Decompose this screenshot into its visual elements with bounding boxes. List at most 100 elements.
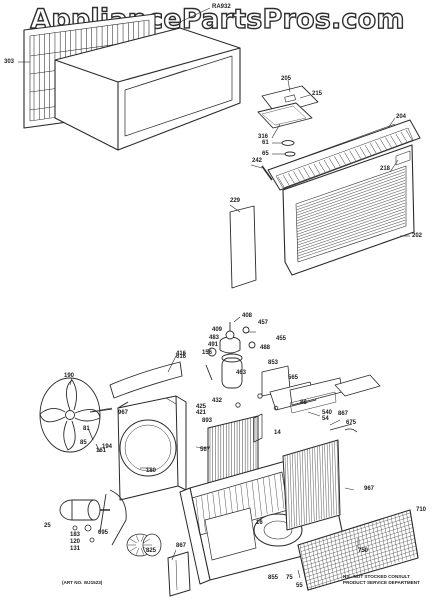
hatch-line [307, 549, 418, 585]
hatch-line [303, 531, 414, 567]
hatch-line [296, 211, 406, 249]
callout-190: 190 [64, 373, 75, 379]
hatch-line [274, 474, 279, 511]
callout-75: 75 [286, 575, 293, 581]
hatch-line [349, 150, 356, 161]
hatch-line [331, 442, 335, 516]
callout-183: 183 [70, 532, 81, 538]
hatch-line [324, 444, 327, 518]
hatch-line [301, 520, 412, 556]
hatch-line [284, 455, 288, 530]
hatch-line [314, 447, 317, 521]
hatch-line [141, 535, 144, 542]
callout-675: 675 [346, 420, 357, 426]
callout-303: 303 [4, 59, 15, 65]
hatch-line [316, 446, 320, 520]
small-hardware [72, 524, 95, 543]
hatch-line [395, 133, 402, 144]
callout-194: 194 [102, 444, 113, 450]
hatch-line [300, 516, 411, 552]
hatch-line [326, 443, 330, 517]
hatch-line [409, 509, 419, 557]
callout-457: 457 [258, 320, 269, 326]
control-brackets [235, 365, 381, 433]
hatch-line [141, 548, 144, 555]
hatch-line [296, 180, 406, 219]
front-panel [282, 144, 415, 276]
callout-180: 180 [146, 468, 157, 474]
hatch-line [334, 156, 341, 167]
hatch-line [352, 528, 362, 575]
callout-893: 893 [202, 418, 213, 424]
hatch-line [400, 131, 408, 143]
callout-161: 161 [96, 448, 107, 454]
hatch-line [136, 535, 139, 542]
callout-540: 540 [322, 410, 333, 416]
callout-967-b: 967 [364, 486, 375, 492]
hatch-line [279, 472, 285, 510]
hatch-line [380, 139, 387, 150]
callout-867-b: 867 [176, 543, 187, 549]
cabinet-wrap [54, 27, 241, 151]
hatch-line [302, 523, 413, 560]
hatch-line [136, 548, 139, 555]
callout-65: 65 [262, 151, 269, 157]
hatch-line [364, 144, 372, 156]
hatch-line [383, 518, 392, 565]
hatch-line [296, 200, 406, 238]
leader-lines [18, 7, 410, 579]
callout-88: 88 [300, 400, 307, 406]
hatch-line [303, 543, 312, 590]
callout-54: 54 [322, 416, 329, 422]
hatch-line [304, 450, 308, 524]
access-panel [229, 205, 257, 289]
motor-bracket [99, 489, 127, 546]
hatch-line [296, 171, 406, 210]
callout-55: 55 [296, 583, 303, 589]
shroud-top [109, 361, 183, 399]
hatch-line [296, 197, 406, 235]
hatch-line [309, 448, 312, 522]
hatch-line [251, 481, 257, 518]
callout-204: 204 [396, 114, 407, 120]
callout-120: 120 [70, 539, 81, 545]
fan-blade [39, 377, 113, 453]
hatch-line [375, 520, 385, 567]
hatch-line [390, 516, 400, 563]
hatch-line [130, 538, 137, 544]
hatch-line [379, 519, 388, 566]
hatch-line [356, 526, 366, 573]
hatch-line [195, 497, 201, 535]
hatch-line [296, 188, 406, 227]
hatch-line [341, 531, 350, 578]
hatch-line [364, 524, 373, 571]
callout-825: 825 [146, 548, 157, 554]
hatch-line [337, 532, 347, 579]
hatch-line [130, 546, 137, 552]
callout-215: 215 [312, 91, 323, 97]
hatch-line [313, 163, 321, 174]
hatch-line [306, 545, 417, 581]
callout-156: 156 [202, 350, 213, 356]
hatch-line [375, 141, 382, 152]
hatch-line [305, 541, 416, 578]
hatch-line [330, 535, 339, 582]
hatch-line [318, 538, 328, 585]
hatch-line [296, 185, 406, 224]
hatch-line [349, 529, 358, 576]
hatch-line [319, 445, 322, 520]
hatch-line [385, 137, 392, 148]
hatch-line [360, 525, 369, 572]
hatch-line [402, 512, 411, 559]
hatch-line [282, 174, 290, 186]
hatch-line [371, 522, 381, 569]
hatch-line [368, 523, 377, 570]
hatch-line [344, 152, 351, 163]
callout-425: 425 [196, 404, 207, 410]
hatch-line [287, 455, 290, 529]
hatch-line [296, 217, 406, 254]
callout-229: 229 [230, 198, 241, 204]
callout-867-a: 867 [338, 411, 349, 417]
callout-616: 616 [176, 354, 187, 360]
hatch-line [328, 158, 336, 169]
